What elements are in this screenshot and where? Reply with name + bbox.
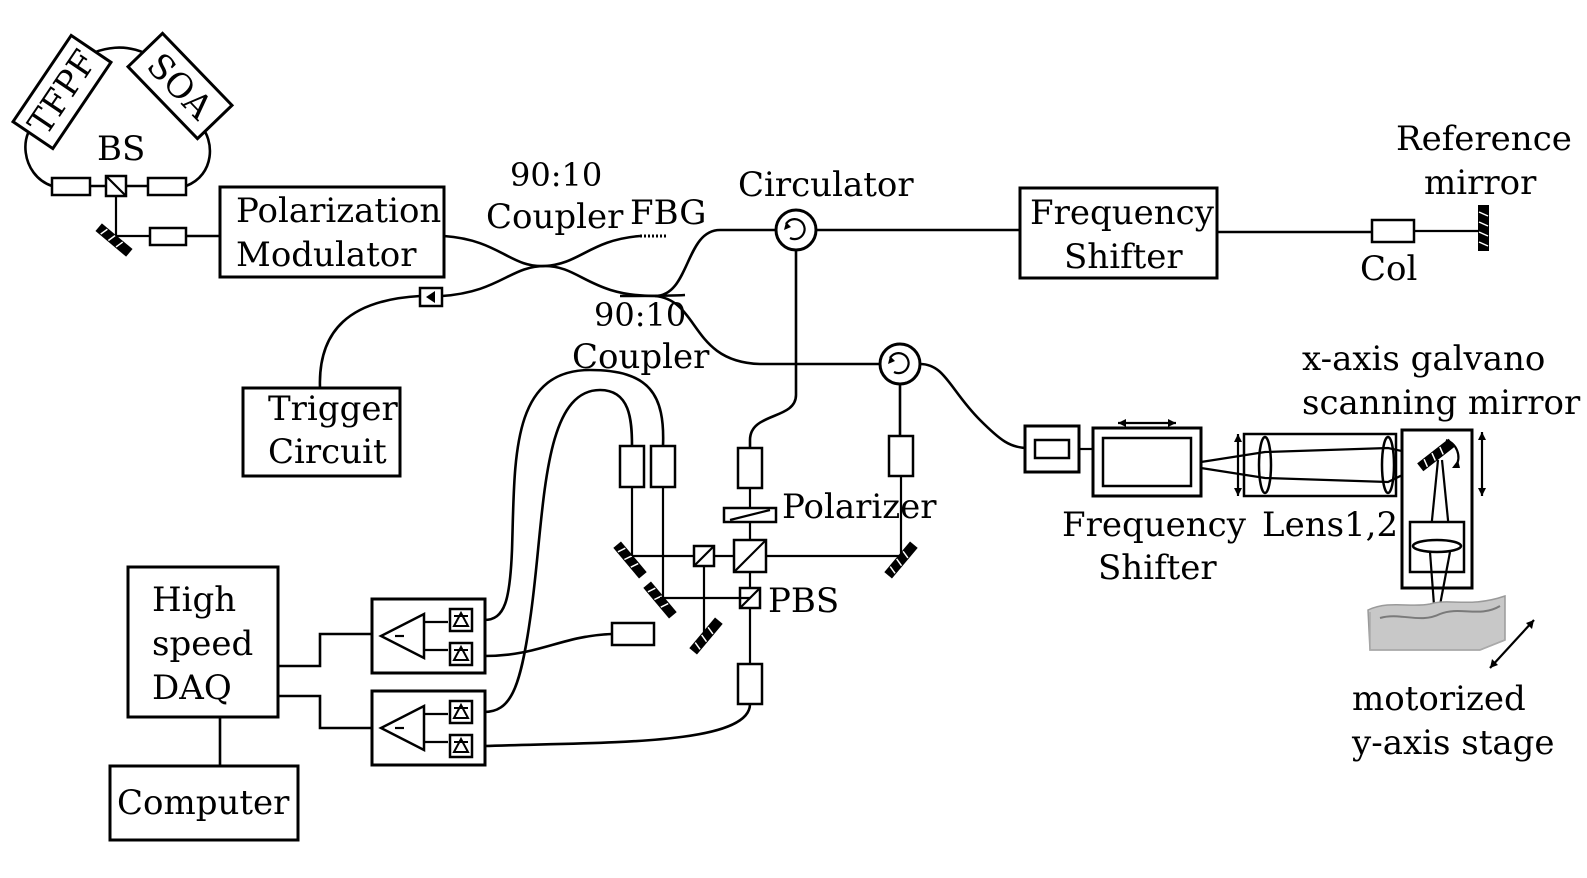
fiber-pd1-top <box>483 368 665 622</box>
collimator-circ1 <box>736 446 764 490</box>
freq-shifter-bottom-label-1: Frequency <box>1062 505 1247 545</box>
collimator-pd-b <box>649 444 677 489</box>
daq-wire-1 <box>278 632 372 668</box>
polarization-modulator <box>218 185 446 279</box>
lens-1 <box>1257 435 1273 495</box>
mirror-left-upper <box>613 541 647 579</box>
freq-shifter-top-label-1: Frequency <box>1030 193 1215 233</box>
freq-shifter-bottom-label-2: Shifter <box>1098 548 1217 588</box>
high-speed-daq <box>126 565 280 719</box>
mirror-bottom <box>689 617 723 655</box>
daq-label-2: speed <box>152 624 253 664</box>
coupler-bottom-label-1: 90:10 <box>594 296 686 334</box>
ring-collimator-left <box>50 176 92 197</box>
coupler-top-fiber-b <box>441 264 656 298</box>
collimator-pd-a <box>618 444 646 489</box>
circulator-label: Circulator <box>738 165 914 205</box>
trigger-fiber <box>318 294 421 389</box>
collimator-circ2 <box>887 434 915 478</box>
reference-collimator <box>1370 218 1416 244</box>
soa-box: SOA <box>125 31 235 141</box>
lens-label: Lens1,2 <box>1262 505 1398 545</box>
polarizer-label: Polarizer <box>782 487 937 527</box>
lens-2 <box>1380 435 1396 495</box>
collimator-pd-c <box>610 621 656 647</box>
pol-mod-label-2: Modulator <box>236 235 417 275</box>
balanced-detector-2 <box>370 689 487 767</box>
stage-label-1: motorized <box>1352 679 1526 719</box>
circ1-to-interferometer <box>748 250 798 448</box>
objective-lens <box>1411 538 1463 554</box>
coupler-top-label-2: Coupler <box>486 197 624 237</box>
ring-mirror <box>95 223 133 257</box>
circulator-1 <box>774 208 818 252</box>
pol-mod-label-1: Polarization <box>236 191 441 231</box>
sample <box>1367 594 1506 651</box>
fiber-pd2-bottom <box>483 703 752 748</box>
sample-arm-fiber <box>919 362 1029 450</box>
balanced-detector-1 <box>370 597 487 675</box>
trigger-label-2: Circuit <box>268 432 387 472</box>
reference-mirror-label-1: Reference <box>1396 119 1572 159</box>
galvo-label-2: scanning mirror <box>1302 383 1581 423</box>
daq-wire-2 <box>278 694 372 730</box>
collimator-bottom <box>736 662 764 706</box>
fiber-pd1-bottom <box>483 632 613 658</box>
mirror-left-lower <box>643 581 677 619</box>
bs-label: BS <box>97 129 145 169</box>
fiber-pd2-top <box>483 388 634 714</box>
galvo-label-1: x-axis galvano <box>1302 339 1545 379</box>
coupler-top-label-1: 90:10 <box>510 156 602 194</box>
coupler-bottom-to-circ1 <box>654 228 776 298</box>
ring-output-collimator <box>148 226 188 247</box>
ring-collimator-right <box>146 176 188 197</box>
trigger-circuit <box>241 386 402 478</box>
coupler-bottom-to-circ2 <box>654 294 880 366</box>
col-label: Col <box>1360 249 1417 289</box>
freq-shifter-top-label-2: Shifter <box>1064 237 1183 277</box>
reference-mirror <box>1478 205 1489 251</box>
coupler-top-fiber-a <box>443 234 641 268</box>
reference-mirror-label-2: mirror <box>1424 163 1537 203</box>
ring-laser: TFPF SOA BS <box>10 31 235 257</box>
trigger-label-1: Trigger <box>268 389 398 429</box>
frequency-shifter-top <box>1018 186 1219 280</box>
daq-label-1: High <box>152 580 236 620</box>
circulator-2 <box>878 342 922 386</box>
daq-label-3: DAQ <box>152 668 232 708</box>
stage-label-2: y-axis stage <box>1351 723 1555 763</box>
computer-label: Computer <box>117 783 290 823</box>
sample-collimator <box>1033 438 1071 460</box>
fbg-label: FBG <box>630 193 706 233</box>
computer <box>108 764 300 842</box>
pbs-label: PBS <box>768 581 839 621</box>
mirror-right <box>884 541 918 579</box>
galvo-mirror <box>1417 438 1455 472</box>
